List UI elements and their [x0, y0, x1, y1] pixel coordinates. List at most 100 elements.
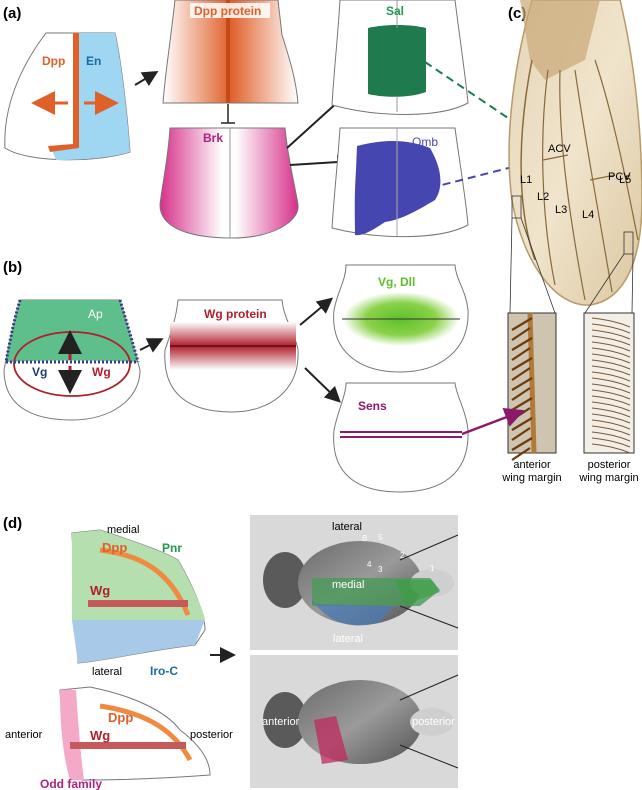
anterior-bristle — [511, 327, 531, 341]
label-l2: L2 — [537, 191, 549, 203]
disc-omb — [331, 127, 469, 238]
disc-ap-vg-wg — [3, 299, 141, 421]
label-wg: Wg — [92, 365, 111, 379]
disc-dpp-en — [4, 32, 131, 161]
repression-to-omb — [289, 161, 339, 166]
anterior-bristle — [511, 317, 533, 331]
anterior-bristle — [511, 437, 533, 451]
posterior-bristle — [591, 347, 631, 358]
label-vg: Vg — [32, 365, 47, 379]
photo-label-posterior: posterior — [412, 716, 455, 728]
label-brk: Brk — [203, 131, 223, 145]
label-l1: L1 — [520, 174, 532, 186]
posterior-bristle — [591, 341, 631, 352]
label-iroc: Iro-C — [150, 664, 178, 678]
thorax-photo-lower — [250, 655, 459, 788]
label-posterior-margin-2: wing margin — [578, 472, 638, 484]
anterior-bristle — [511, 427, 531, 441]
arrow-to-vg-dll — [299, 297, 334, 326]
arrow-sens-to-margin — [461, 407, 525, 436]
posterior-bristle — [591, 329, 631, 340]
bristle-number-b: B — [362, 534, 367, 543]
thorax-photo-upper — [250, 515, 459, 650]
label-pcv: PCV — [608, 171, 631, 183]
label-sal: Sal — [386, 4, 404, 18]
label-vg-dll: Vg, Dll — [378, 275, 415, 289]
label-medial: medial — [107, 524, 139, 536]
label-posterior-margin-1: posterior — [588, 459, 631, 471]
posterior-bristle — [591, 425, 631, 436]
posterior-bristle — [591, 401, 631, 412]
posterior-bristle — [591, 389, 631, 400]
posterior-bristle — [591, 407, 631, 418]
posterior-bristle — [591, 335, 631, 346]
arrow-to-wg-protein — [139, 338, 164, 353]
bristle-number-1: 1 — [430, 564, 435, 573]
posterior-bristle — [591, 353, 631, 364]
label-l4: L4 — [582, 209, 594, 221]
posterior-bristle — [591, 419, 631, 430]
label-anterior-margin-1: anterior — [513, 459, 551, 471]
bristle-number-3: 3 — [378, 565, 383, 574]
label-wg-lower: Wg — [90, 728, 110, 743]
posterior-bristle — [591, 437, 631, 448]
label-lateral: lateral — [92, 666, 122, 678]
photo-label-anterior: anterior — [262, 716, 300, 728]
photo-label-lateral-top: lateral — [332, 521, 362, 533]
posterior-bristle — [591, 431, 631, 442]
photo-label-lateral-bottom: lateral — [333, 633, 363, 645]
notum-odd — [59, 686, 211, 781]
label-dpp: Dpp — [42, 54, 65, 68]
label-ap: Ap — [88, 307, 103, 321]
anterior-bristle — [511, 347, 531, 361]
notum-pnr-iroc — [71, 529, 206, 664]
panel-label-d: (d) — [3, 515, 22, 532]
label-sens: Sens — [358, 399, 387, 413]
posterior-bristle — [591, 371, 631, 382]
repression-to-sal — [286, 99, 341, 149]
anterior-bristle — [511, 337, 533, 351]
label-wg-upper: Wg — [90, 583, 110, 598]
posterior-bristle — [591, 413, 631, 424]
posterior-bristle — [591, 395, 631, 406]
label-dpp-protein: Dpp protein — [194, 4, 261, 18]
wing-image — [508, 0, 642, 306]
posterior-bristle — [591, 365, 631, 376]
anterior-bristle — [511, 447, 531, 461]
bristle-number-2: 2 — [400, 551, 405, 560]
disc-sal — [331, 0, 469, 115]
label-posterior: posterior — [190, 729, 233, 741]
label-anterior-margin-2: wing margin — [501, 472, 561, 484]
anterior-bristle — [511, 387, 531, 401]
posterior-margin-inset — [583, 312, 635, 454]
posterior-bristles — [591, 317, 631, 454]
disc-sens — [333, 382, 469, 493]
label-omb: Omb — [412, 135, 438, 149]
posterior-bristle — [591, 317, 631, 328]
label-l3: L3 — [555, 204, 567, 216]
posterior-bristle — [591, 443, 631, 454]
anterior-bristle — [511, 377, 533, 391]
posterior-bristle — [591, 383, 631, 394]
anterior-margin-inset — [507, 312, 557, 454]
label-dpp-lower: Dpp — [108, 710, 133, 725]
label-dpp-upper: Dpp — [102, 540, 127, 555]
panel-label-b: (b) — [3, 259, 22, 276]
bristle-number-5: 5 — [378, 533, 383, 542]
anterior-bristle — [511, 357, 533, 371]
label-en: En — [86, 54, 101, 68]
bristle-number-4: 4 — [367, 560, 372, 569]
disc-wg-protein — [164, 299, 299, 413]
posterior-bristle — [591, 323, 631, 334]
arrow-to-dpp-protein — [134, 70, 159, 87]
dpp-stripe — [48, 33, 79, 152]
photo-label-medial: medial — [332, 579, 364, 591]
label-odd-family: Odd family — [40, 777, 102, 790]
anterior-bristle — [511, 367, 531, 381]
label-pnr: Pnr — [162, 541, 182, 555]
posterior-bristle — [591, 359, 631, 370]
label-l5: L5 — [619, 174, 631, 186]
label-wg-protein: Wg protein — [204, 307, 267, 321]
